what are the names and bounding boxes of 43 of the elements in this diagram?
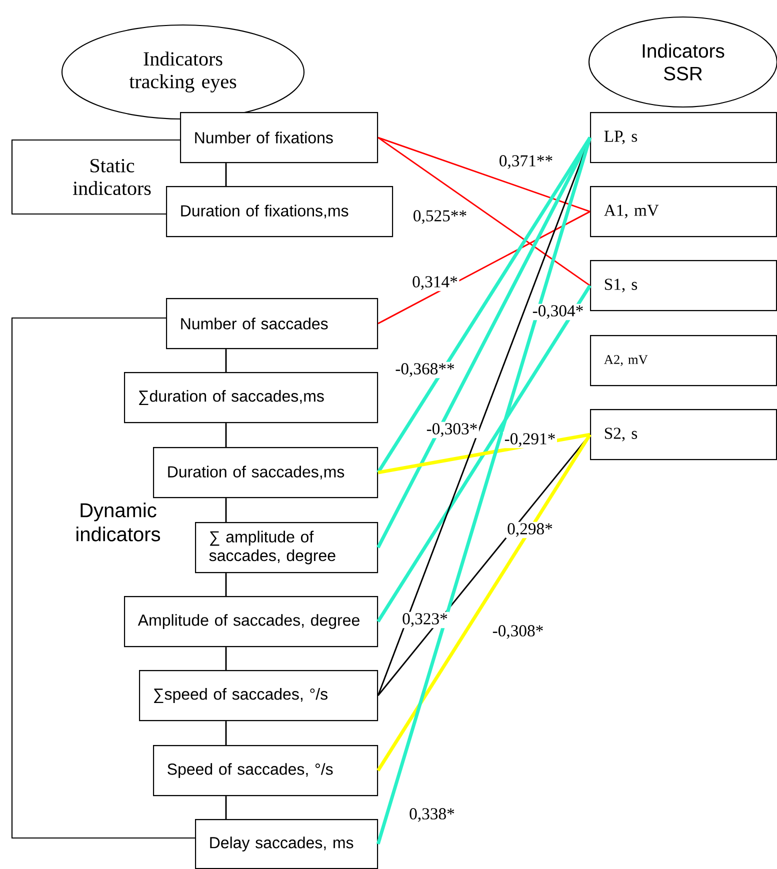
text-box: ∑ amplitude of saccades, degree (195, 522, 378, 574)
text-box: S1, s (590, 260, 777, 312)
edge-label: -0,291* (502, 432, 558, 448)
connector-line (225, 163, 227, 186)
connector-line (225, 721, 227, 745)
edge-label: 0,323* (400, 612, 450, 628)
edge-label: -0,308* (490, 624, 546, 640)
text-box: Duration of saccades,ms (153, 447, 378, 498)
connector-line (225, 498, 227, 522)
text-box: A2, mV (590, 335, 777, 386)
correlation-line (376, 284, 592, 622)
group-bracket: Static indicators (11, 139, 180, 215)
correlation-line (376, 136, 592, 474)
edge-label: -0,368** (394, 362, 456, 378)
correlation-line (376, 137, 592, 845)
edge-label: 0,314* (410, 274, 460, 292)
edge-label: 0,298* (506, 522, 554, 538)
text-box: ∑speed of saccades, °/s (139, 670, 378, 722)
text-box: Speed of saccades, °/s (153, 745, 378, 796)
correlation-line (376, 434, 592, 772)
text-box: Duration of fixations,ms (166, 186, 394, 238)
text-box: S2, s (590, 409, 777, 460)
text-box: A1, mV (590, 186, 777, 238)
correlation-line (378, 210, 590, 324)
edge-label: -0,304* (530, 304, 586, 320)
connector-line (225, 647, 227, 670)
text-box: Delay saccades, ms (195, 819, 378, 869)
edge-label: -0,303* (424, 422, 480, 438)
connector-line (225, 349, 227, 372)
edge-label: 0,525** (412, 208, 468, 226)
text-box: Amplitude of saccades, degree (124, 596, 378, 648)
connector-line (225, 423, 227, 447)
edge-label: 0,371** (498, 154, 554, 170)
correlation-line (376, 136, 592, 548)
correlation-line (378, 136, 590, 212)
text-box: ∑duration of saccades,ms (124, 372, 378, 424)
correlation-line (378, 136, 590, 286)
text-box: Number of saccades (166, 298, 378, 350)
text-box: Number of fixations (180, 112, 378, 164)
connector-line (225, 796, 227, 819)
connector-line (225, 573, 227, 596)
edge-label: 0,338* (408, 806, 456, 824)
text-box: LP, s (590, 112, 777, 164)
